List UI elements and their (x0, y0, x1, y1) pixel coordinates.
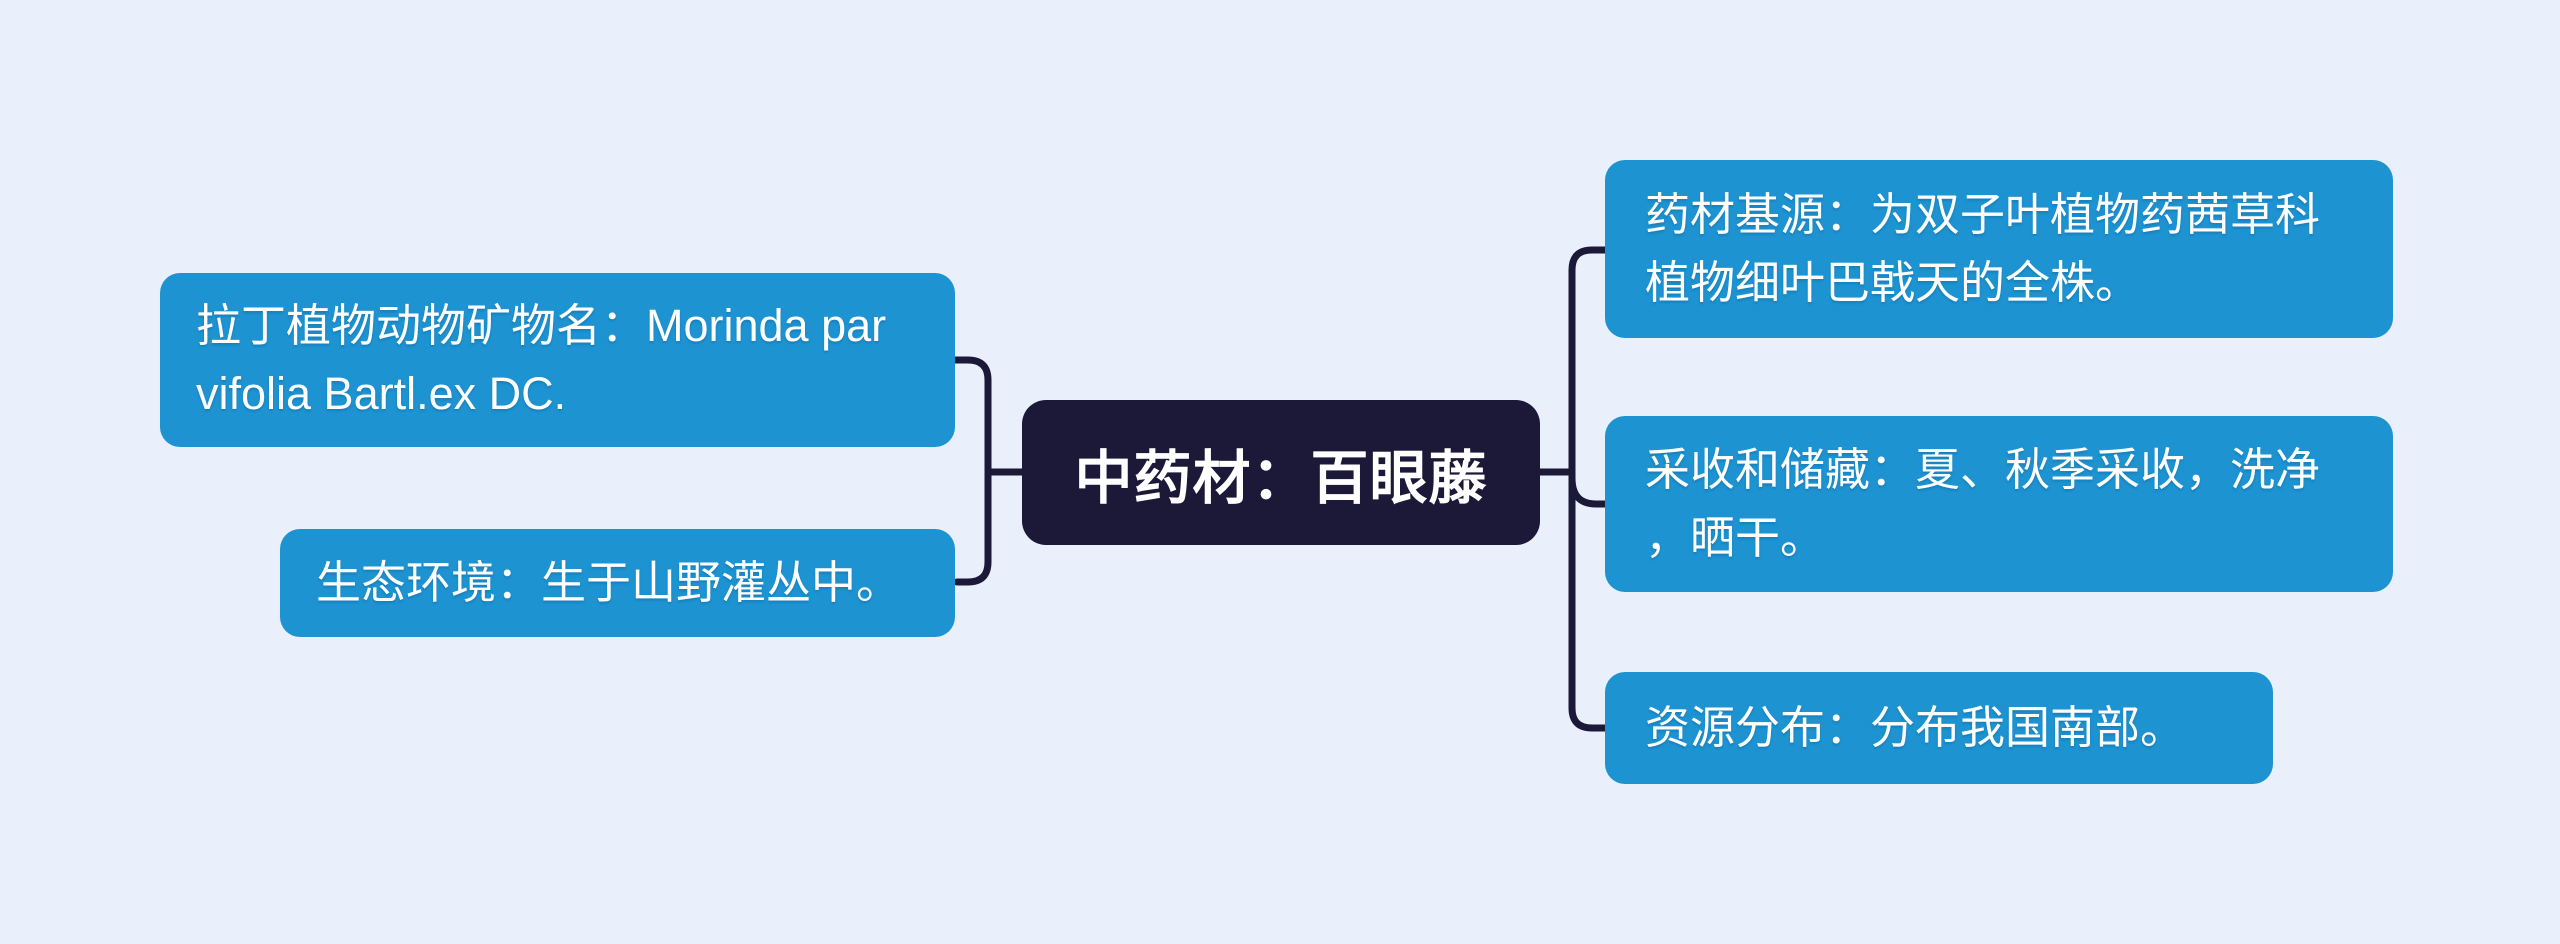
central-topic-label: 中药材：百眼藤 (1074, 445, 1488, 511)
branch-label-harvest-storage: 采收和储藏：夏、秋季采收，洗净，晒干。 (1645, 444, 2321, 563)
branch-label-latin-name: 拉丁植物动物矿物名：Morinda parvifolia Bartl.ex DC… (196, 300, 887, 419)
branch-label-source: 药材基源：为双子叶植物药茜草科植物细叶巴戟天的全株。 (1645, 189, 2321, 308)
connector-right-trunk (1568, 246, 1612, 732)
branch-node-ecology[interactable]: 生态环境：生于山野灌丛中。 (280, 529, 955, 637)
branch-label-ecology: 生态环境：生于山野灌丛中。 (316, 557, 902, 608)
central-topic-node[interactable]: 中药材：百眼藤 (1022, 400, 1540, 545)
branch-label-distribution: 资源分布：分布我国南部。 (1645, 702, 2186, 753)
branch-node-latin-name[interactable]: 拉丁植物动物矿物名：Morinda parvifolia Bartl.ex DC… (160, 273, 955, 447)
branch-node-distribution[interactable]: 资源分布：分布我国南部。 (1605, 672, 2273, 784)
branch-node-source[interactable]: 药材基源：为双子叶植物药茜草科植物细叶巴戟天的全株。 (1605, 160, 2393, 338)
branch-node-harvest-storage[interactable]: 采收和储藏：夏、秋季采收，洗净，晒干。 (1605, 416, 2393, 592)
connector-right-middle (1568, 474, 1611, 508)
connector-left-trunk (951, 356, 992, 586)
